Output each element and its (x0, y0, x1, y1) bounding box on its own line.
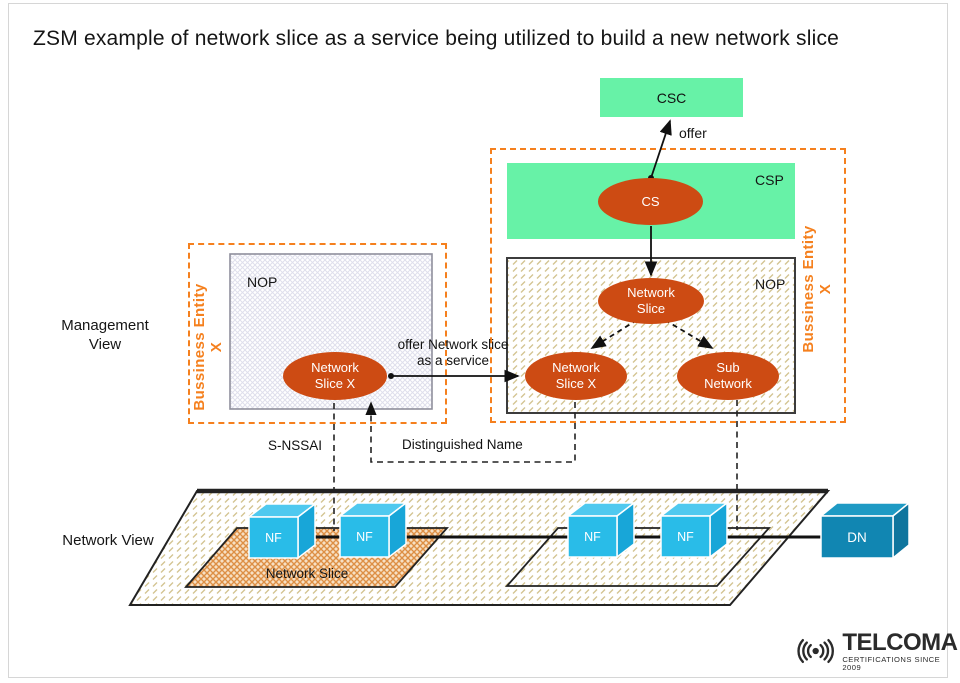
business-entity-left-box (188, 243, 447, 424)
dn-label: DN (847, 529, 867, 545)
business-entity-right-label: Bussiness Entity X (800, 225, 834, 353)
network-slice-x-right-ellipse: Network Slice X (525, 352, 627, 400)
business-entity-left-label: Bussiness Entity X (191, 283, 225, 411)
logo-tagline: CERTIFICATIONS SINCE 2009 (842, 655, 941, 672)
signal-waves-icon (797, 639, 834, 664)
sub-network-label: Sub Network (704, 360, 752, 391)
csc-box: CSC (600, 78, 743, 117)
logo-name: TELCOMA (842, 629, 958, 656)
network-view-label: Network View (62, 532, 154, 549)
network-slice-x-left-ellipse: Network Slice X (283, 352, 387, 400)
network-plane (128, 490, 831, 606)
nf-label-2: NF (356, 529, 373, 544)
network-slice-x-left-label: Network Slice X (311, 360, 359, 391)
network-slice-plane-label: Network Slice (265, 566, 349, 581)
network-slice-label: Network Slice (627, 285, 675, 316)
csc-label: CSC (656, 89, 687, 106)
distinguished-name-label: Distinguished Name (402, 437, 523, 452)
sub-network-ellipse: Sub Network (677, 352, 779, 400)
cs-label: CS (641, 193, 660, 209)
network-slice-ellipse: Network Slice (598, 278, 704, 324)
nf-label-4: NF (677, 529, 694, 544)
network-slice-x-right-label: Network Slice X (552, 360, 600, 391)
cs-ellipse: CS (598, 178, 703, 225)
nop-right-label: NOP (755, 276, 786, 292)
offer-label: offer (679, 125, 707, 141)
nf-label-1: NF (265, 530, 282, 545)
nf-label-3: NF (584, 529, 601, 544)
nop-left-label: NOP (247, 274, 278, 290)
diagram-title: ZSM example of network slice as a servic… (33, 27, 840, 50)
s-nssai-label: S-NSSAI (268, 438, 323, 453)
csp-label: CSP (755, 172, 784, 188)
telcoma-logo: TELCOMA CERTIFICATIONS SINCE 2009 (793, 631, 960, 671)
offer-network-slice-label: offer Network slice as a service (397, 337, 509, 368)
subnetwork-parallelogram (505, 527, 772, 587)
management-view-label: Management View (61, 317, 149, 353)
